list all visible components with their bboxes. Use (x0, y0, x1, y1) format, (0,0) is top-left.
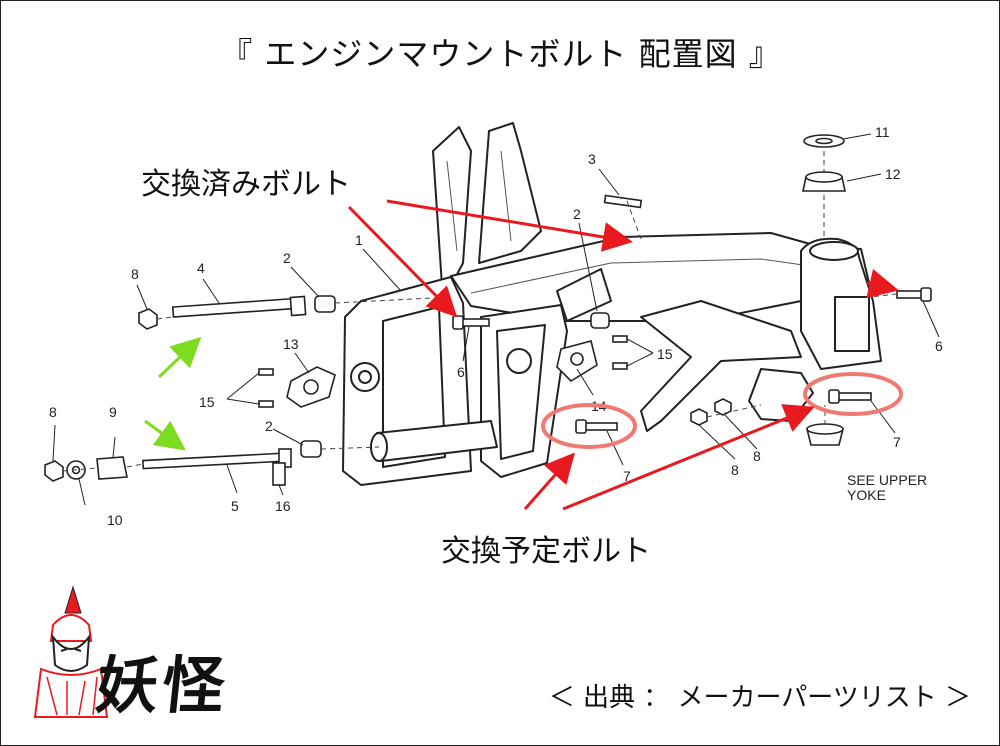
part-4-long-bolt (171, 297, 295, 318)
red-arrow-bolt-6 (866, 268, 899, 299)
red-arrow-planned-1 (523, 452, 575, 510)
label-8a: 8 (131, 266, 139, 282)
part-8-nut-right-b (714, 398, 732, 416)
green-arrow-lower (144, 419, 186, 451)
part-15-bolt (258, 368, 274, 376)
part-5-long-bolt (142, 452, 282, 470)
label-2b: 2 (573, 206, 581, 222)
label-2a: 2 (283, 250, 291, 266)
label-7a: 7 (623, 468, 631, 484)
label-6b: 6 (935, 338, 943, 354)
label-6a: 6 (457, 364, 465, 380)
assembly-lines (62, 151, 898, 472)
label-15a: 15 (199, 394, 215, 410)
label-7b: 7 (893, 434, 901, 450)
label-9: 9 (109, 404, 117, 420)
highlight-circles (541, 372, 903, 449)
red-arrow-replaced-1 (386, 199, 633, 252)
label-4: 4 (197, 260, 205, 276)
green-arrows (144, 336, 202, 451)
label-16: 16 (275, 498, 291, 514)
label-15b: 15 (657, 346, 673, 362)
part-7-bolt-left (582, 422, 618, 431)
red-arrow-planned-2 (562, 404, 815, 511)
label-11: 11 (875, 124, 890, 140)
callout-planned-bolts: 交換予定ボルト (441, 534, 651, 569)
label-see-upper: SEE UPPER (847, 472, 927, 488)
red-arrow-replaced-2 (347, 205, 458, 318)
label-13: 13 (283, 336, 299, 352)
page-title: 『 エンジンマウントボルト 配置図 』 (220, 35, 782, 73)
callout-replaced-bolts: 交換済みボルト (141, 167, 351, 202)
source-note: ＜ 出典 ： メーカーパーツリスト ＞ (548, 683, 971, 713)
yokai-mascot-logo (33, 585, 109, 718)
part-6-bolt-right (896, 290, 924, 299)
highlight-circle-left (541, 403, 637, 449)
label-2c: 2 (265, 418, 273, 434)
motorcycle-frame (342, 122, 882, 486)
green-arrow-upper (157, 336, 202, 379)
part-8-nut-right-a (690, 408, 708, 426)
part-3-stud (603, 194, 643, 209)
label-3: 3 (588, 151, 596, 167)
part-2-collar-center (590, 312, 610, 329)
part-7-bolt-right (834, 392, 872, 401)
label-12: 12 (885, 166, 901, 182)
part-2-collar (314, 295, 336, 313)
label-leaders (52, 133, 940, 506)
part-8-nut-lower (44, 460, 64, 482)
label-1: 1 (355, 232, 363, 248)
yokai-logo-text: 妖怪 (92, 649, 233, 722)
part-16-bolt (272, 462, 286, 486)
red-arrows (347, 199, 899, 511)
label-8c: 8 (731, 462, 739, 478)
label-yoke: YOKE (847, 487, 886, 503)
label-5: 5 (231, 498, 239, 514)
part-8-nut (138, 308, 158, 330)
highlight-circle-right (803, 372, 903, 416)
label-10: 10 (107, 512, 123, 528)
part-2-collar-lower (300, 440, 322, 458)
label-8b: 8 (49, 404, 57, 420)
label-8d: 8 (753, 448, 761, 464)
part-9-spacer (96, 456, 128, 480)
